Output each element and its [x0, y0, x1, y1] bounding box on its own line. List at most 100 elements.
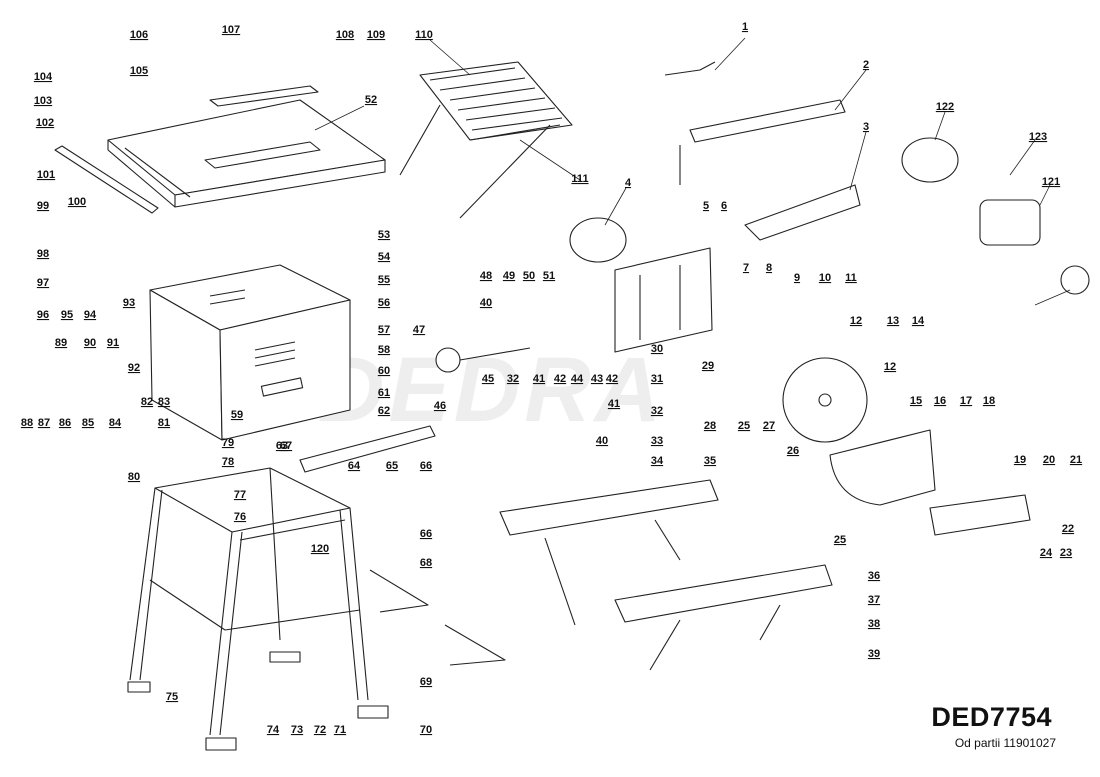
- callout-94: 94: [84, 309, 97, 321]
- callout-35: 35: [704, 455, 716, 467]
- callout-60: 60: [378, 365, 390, 377]
- callout-1: 1: [742, 21, 748, 33]
- callout-2: 2: [863, 59, 869, 71]
- callout-47: 47: [413, 324, 425, 336]
- callout-83: 83: [158, 396, 170, 408]
- batch-number: Od partii 11901027: [954, 736, 1056, 750]
- callout-100: 100: [68, 196, 86, 208]
- callout-109: 109: [367, 29, 385, 41]
- callout-51: 51: [543, 270, 555, 282]
- motor-block: [569, 217, 713, 353]
- callout-17: 17: [960, 395, 972, 407]
- callout-121: 121: [1042, 176, 1060, 188]
- callout-4: 4: [625, 177, 632, 189]
- callout-111: 111: [571, 173, 588, 185]
- callout-7: 7: [743, 262, 749, 274]
- callout-57: 57: [378, 324, 390, 336]
- callout-49: 49: [503, 270, 515, 282]
- callout-87: 87: [38, 417, 50, 429]
- callout-102: 102: [36, 117, 54, 129]
- callout-78: 78: [222, 456, 234, 468]
- callout-96: 96: [37, 309, 49, 321]
- callout-9: 9: [794, 272, 800, 284]
- callout-25: 25: [738, 420, 750, 432]
- callout-34: 34: [651, 455, 664, 467]
- cabinet: [149, 264, 351, 441]
- callout-75: 75: [166, 691, 178, 703]
- callout-22: 22: [1062, 523, 1074, 535]
- callout-122: 122: [936, 101, 954, 113]
- callout-120: 120: [311, 543, 329, 555]
- callout-85: 85: [82, 417, 94, 429]
- callout-61: 61: [378, 387, 390, 399]
- callout-16: 16: [934, 395, 946, 407]
- callout-38: 38: [868, 618, 880, 630]
- callout-39: 39: [868, 648, 880, 660]
- callout-13: 13: [887, 315, 899, 327]
- callout-64: 64: [348, 460, 361, 472]
- callout-97: 97: [37, 277, 49, 289]
- callout-26: 26: [787, 445, 799, 457]
- callout-31: 31: [651, 373, 663, 385]
- callout-43: 43: [591, 373, 603, 385]
- callout-63: 63: [276, 440, 288, 452]
- callout-58: 58: [378, 344, 390, 356]
- callout-46: 46: [434, 400, 446, 412]
- callout-76: 76: [234, 511, 246, 523]
- callout-40: 40: [480, 297, 492, 309]
- callout-48: 48: [480, 270, 492, 282]
- callout-98: 98: [37, 248, 49, 260]
- callout-37: 37: [868, 594, 880, 606]
- stand: [127, 467, 389, 751]
- callout-55: 55: [378, 274, 390, 286]
- callout-14: 14: [912, 315, 925, 327]
- callout-28: 28: [704, 420, 716, 432]
- callout-67: 67: [280, 440, 292, 452]
- callout-44: 44: [571, 373, 584, 385]
- callout-25: 25: [834, 534, 846, 546]
- callout-12: 12: [850, 315, 862, 327]
- callout-110: 110: [415, 29, 433, 41]
- callout-29: 29: [702, 360, 714, 372]
- callout-50: 50: [523, 270, 535, 282]
- callout-32: 32: [507, 373, 519, 385]
- callout-66: 66: [420, 460, 432, 472]
- callout-99: 99: [37, 200, 49, 212]
- callout-91: 91: [107, 337, 119, 349]
- callout-10: 10: [819, 272, 831, 284]
- callout-71: 71: [334, 724, 346, 736]
- callout-77: 77: [234, 489, 246, 501]
- callout-5: 5: [703, 200, 709, 212]
- callout-88: 88: [21, 417, 33, 429]
- callout-80: 80: [128, 471, 140, 483]
- callout-24: 24: [1040, 547, 1053, 559]
- callout-54: 54: [378, 251, 391, 263]
- callout-73: 73: [291, 724, 303, 736]
- callout-18: 18: [983, 395, 995, 407]
- callout-104: 104: [34, 71, 53, 83]
- callout-79: 79: [222, 437, 234, 449]
- watermark: DEDRA: [318, 339, 666, 441]
- callout-107: 107: [222, 24, 240, 36]
- callout-52: 52: [365, 94, 377, 106]
- callout-6: 6: [721, 200, 727, 212]
- callout-68: 68: [420, 557, 432, 569]
- callout-82: 82: [141, 396, 153, 408]
- callout-81: 81: [158, 417, 170, 429]
- callout-27: 27: [763, 420, 775, 432]
- callout-89: 89: [55, 337, 67, 349]
- callout-93: 93: [123, 297, 135, 309]
- callout-33: 33: [651, 435, 663, 447]
- callout-72: 72: [314, 724, 326, 736]
- extension-table: [399, 61, 573, 219]
- callout-32: 32: [651, 405, 663, 417]
- callout-36: 36: [868, 570, 880, 582]
- callout-92: 92: [128, 362, 140, 374]
- callout-86: 86: [59, 417, 71, 429]
- callout-42: 42: [554, 373, 566, 385]
- callout-41: 41: [608, 398, 620, 410]
- callout-59: 59: [231, 409, 243, 421]
- callout-11: 11: [845, 272, 857, 284]
- callout-70: 70: [420, 724, 432, 736]
